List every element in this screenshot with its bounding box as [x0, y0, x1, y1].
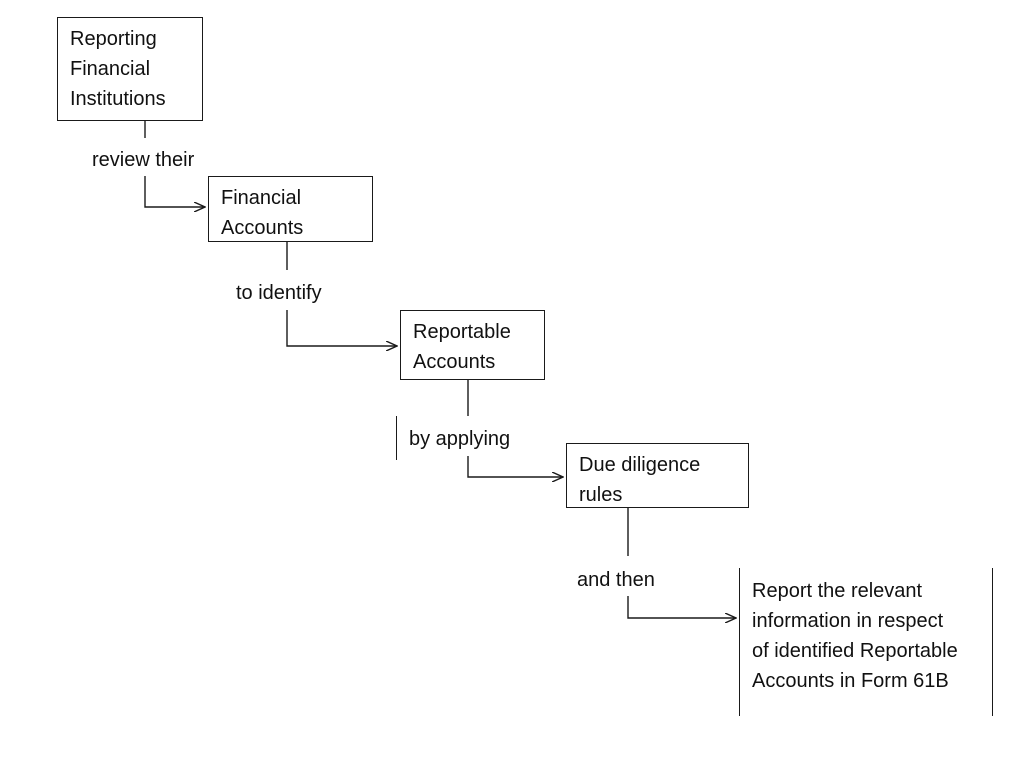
- reporting-fi-line-1: Reporting: [70, 28, 157, 50]
- reporting-fi-box: Reporting Financial Institutions: [57, 17, 203, 121]
- applying-label-bar: [396, 416, 397, 460]
- report-line-4: Accounts in Form 61B: [752, 670, 949, 692]
- review-label: review their: [92, 148, 195, 172]
- reportable-accounts-box: Reportable Accounts: [400, 310, 545, 380]
- reporting-fi-line-3: Institutions: [70, 88, 166, 110]
- reportable-accounts-line-1: Reportable: [413, 321, 511, 343]
- financial-accounts-line-2: Accounts: [221, 217, 304, 239]
- financial-accounts-line-1: Financial: [221, 187, 302, 209]
- report-line-3: of identified Reportable: [752, 640, 958, 662]
- then-label: and then: [577, 568, 655, 592]
- applying-label: by applying: [409, 427, 511, 451]
- connector-applying: [467, 380, 563, 477]
- due-diligence-box: Due diligence rules: [566, 443, 749, 508]
- reporting-fi-line-2: Financial: [70, 58, 151, 80]
- connector-review: [144, 121, 205, 207]
- report-line-2: information in respect: [752, 610, 944, 632]
- reportable-accounts-line-2: Accounts: [413, 351, 496, 373]
- report-box: Report the relevant information in respe…: [739, 568, 993, 716]
- report-line-1: Report the relevant: [752, 580, 923, 602]
- connector-identify: [286, 242, 397, 346]
- due-diligence-line-2: rules: [579, 484, 623, 506]
- identify-label: to identify: [236, 281, 322, 305]
- financial-accounts-box: Financial Accounts: [208, 176, 373, 242]
- connector-then: [627, 508, 736, 618]
- due-diligence-line-1: Due diligence: [579, 454, 701, 476]
